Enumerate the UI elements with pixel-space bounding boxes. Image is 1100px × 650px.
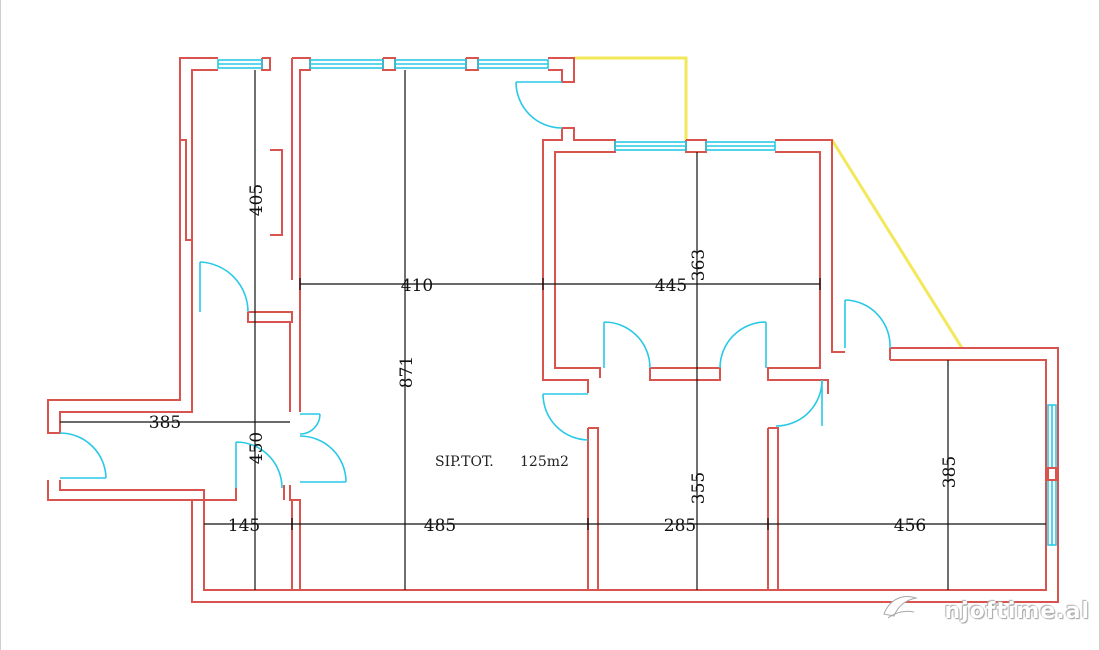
dim-405: 405	[247, 184, 267, 216]
watermark-text: njoftime.al	[944, 599, 1090, 624]
dim-145: 145	[228, 516, 260, 536]
wall-room-bottom-r	[768, 427, 779, 590]
wall-pier-1	[261, 57, 271, 71]
wall-top-right	[548, 57, 575, 83]
area-label: SIP.TOT.	[435, 454, 494, 470]
wall-top-mid	[292, 57, 311, 280]
wall-recess	[270, 149, 283, 236]
dimension-lines	[60, 70, 1046, 590]
wall-pier-4	[685, 139, 707, 153]
dim-485: 485	[424, 516, 456, 536]
wall-room-right	[767, 151, 829, 394]
wall-bottom-inner	[59, 359, 1047, 591]
wall-pier-2	[382, 57, 396, 71]
balcony-outline-top	[574, 56, 688, 140]
wall-between-rooms	[649, 367, 721, 381]
wall-bottom-outer	[47, 347, 1059, 603]
balcony-outline-right	[830, 139, 964, 349]
dim-456: 456	[894, 516, 926, 536]
wall-room-bottom-l	[588, 427, 599, 590]
wall-notch	[180, 139, 192, 241]
dim-355: 355	[689, 472, 709, 504]
windows	[217, 59, 1057, 546]
wall-cross	[247, 311, 293, 323]
dim-410: 410	[401, 276, 433, 296]
wall-wc-b	[289, 485, 301, 590]
dim-385-right: 385	[940, 456, 960, 488]
wall-left-outer	[47, 57, 218, 434]
dim-871: 871	[397, 356, 417, 388]
dim-445: 445	[655, 276, 687, 296]
wall-pier-3	[465, 57, 479, 71]
watermark-logo-icon	[883, 596, 918, 619]
dim-385-left: 385	[149, 413, 181, 433]
dim-285: 285	[664, 516, 696, 536]
wall-room-left-outer	[542, 128, 589, 393]
dim-363: 363	[689, 249, 709, 281]
area-value: 125m2	[520, 454, 569, 470]
wall-room-right-outer	[775, 139, 845, 353]
doors	[59, 81, 891, 489]
dim-450: 450	[247, 432, 267, 464]
wall-wc	[192, 488, 237, 501]
wall-room-left	[554, 127, 616, 378]
